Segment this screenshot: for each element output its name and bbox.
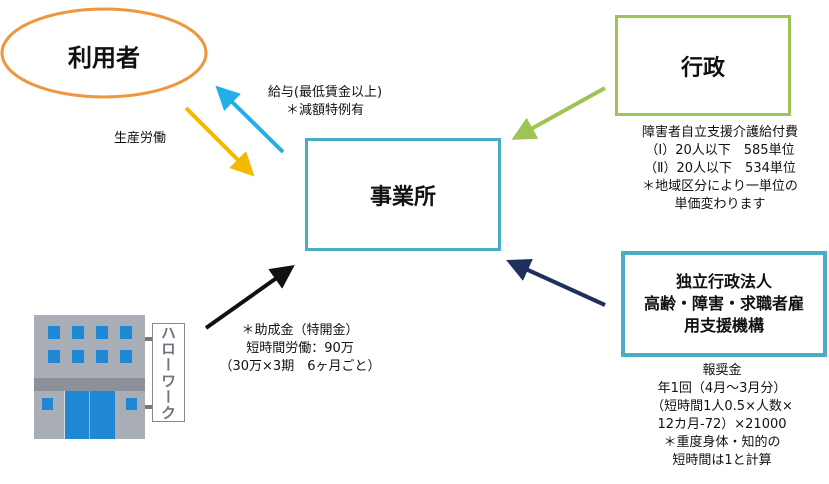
agency-note-line: 12カ月-72）×21000 — [657, 417, 787, 432]
subsidy-note-line: ＊助成金（特開金） — [241, 323, 359, 338]
agency-line: 用支援機構 — [683, 316, 764, 335]
agency-note-line: 報奨金 — [702, 363, 742, 378]
hellowork-sign-text: ハローワーク — [159, 324, 177, 421]
hellowork-building-icon — [34, 315, 145, 439]
gov-note-line: （Ⅱ）20人以下 534単位 — [644, 161, 796, 176]
hellowork-sign: ハローワーク — [152, 323, 185, 422]
wage-note-line: ＊減額特例有 — [285, 103, 364, 118]
sign-bracket — [145, 405, 153, 409]
gov-note-line: （Ⅰ）20人以下 585単位 — [645, 143, 795, 158]
subsidy-note: ＊助成金（特開金） 短時間労働：90万 （30万×3期 6ヶ月ごと） — [205, 322, 395, 376]
gov-note-line: 単価変わります — [674, 197, 766, 212]
sign-bracket — [145, 337, 153, 341]
subsidy-arrow — [204, 265, 295, 330]
government-arrow — [511, 86, 606, 140]
government-label: 行政 — [680, 55, 725, 81]
agency-note-line: （短時間1人0.5×人数× — [651, 399, 793, 414]
subsidy-note-line: 短時間労働：90万 — [246, 341, 354, 356]
labor-arrow — [184, 106, 255, 177]
wage-note-line: 給与(最低賃金以上) — [267, 85, 383, 100]
gov-note-line: 障害者自立支援介護給付費 — [641, 125, 798, 140]
subsidy-note-line: （30万×3期 6ヶ月ごと） — [219, 359, 381, 374]
government-box: 行政 — [615, 15, 791, 116]
agency-box: 独立行政法人 高齢・障害・求職者雇 用支援機構 — [621, 251, 827, 357]
agency-note: 報奨金 年1回（4月～3月分） （短時間1人0.5×人数× 12カ月-72）×2… — [612, 362, 829, 470]
gov-note-line: ＊地域区分により一単位の — [642, 179, 798, 194]
agency-line: 高齢・障害・求職者雇 — [643, 294, 804, 313]
agency-arrow — [506, 259, 606, 307]
user-label: 利用者 — [68, 44, 140, 72]
agency-note-line: ＊重度身体・知的の — [663, 435, 781, 450]
labor-note: 生産労働 — [113, 131, 166, 146]
agency-note-line: 短時間は1と計算 — [672, 453, 772, 468]
wage-note: 給与(最低賃金以上) ＊減額特例有 — [245, 84, 405, 120]
office-box: 事業所 — [305, 138, 501, 251]
user-ellipse — [0, 7, 208, 99]
government-note: 障害者自立支援介護給付費 （Ⅰ）20人以下 585単位 （Ⅱ）20人以下 534… — [610, 124, 829, 214]
agency-note-line: 年1回（4月～3月分） — [657, 381, 787, 396]
office-label: 事業所 — [369, 184, 436, 210]
agency-line: 独立行政法人 — [675, 272, 772, 291]
wage-arrow — [215, 85, 285, 154]
